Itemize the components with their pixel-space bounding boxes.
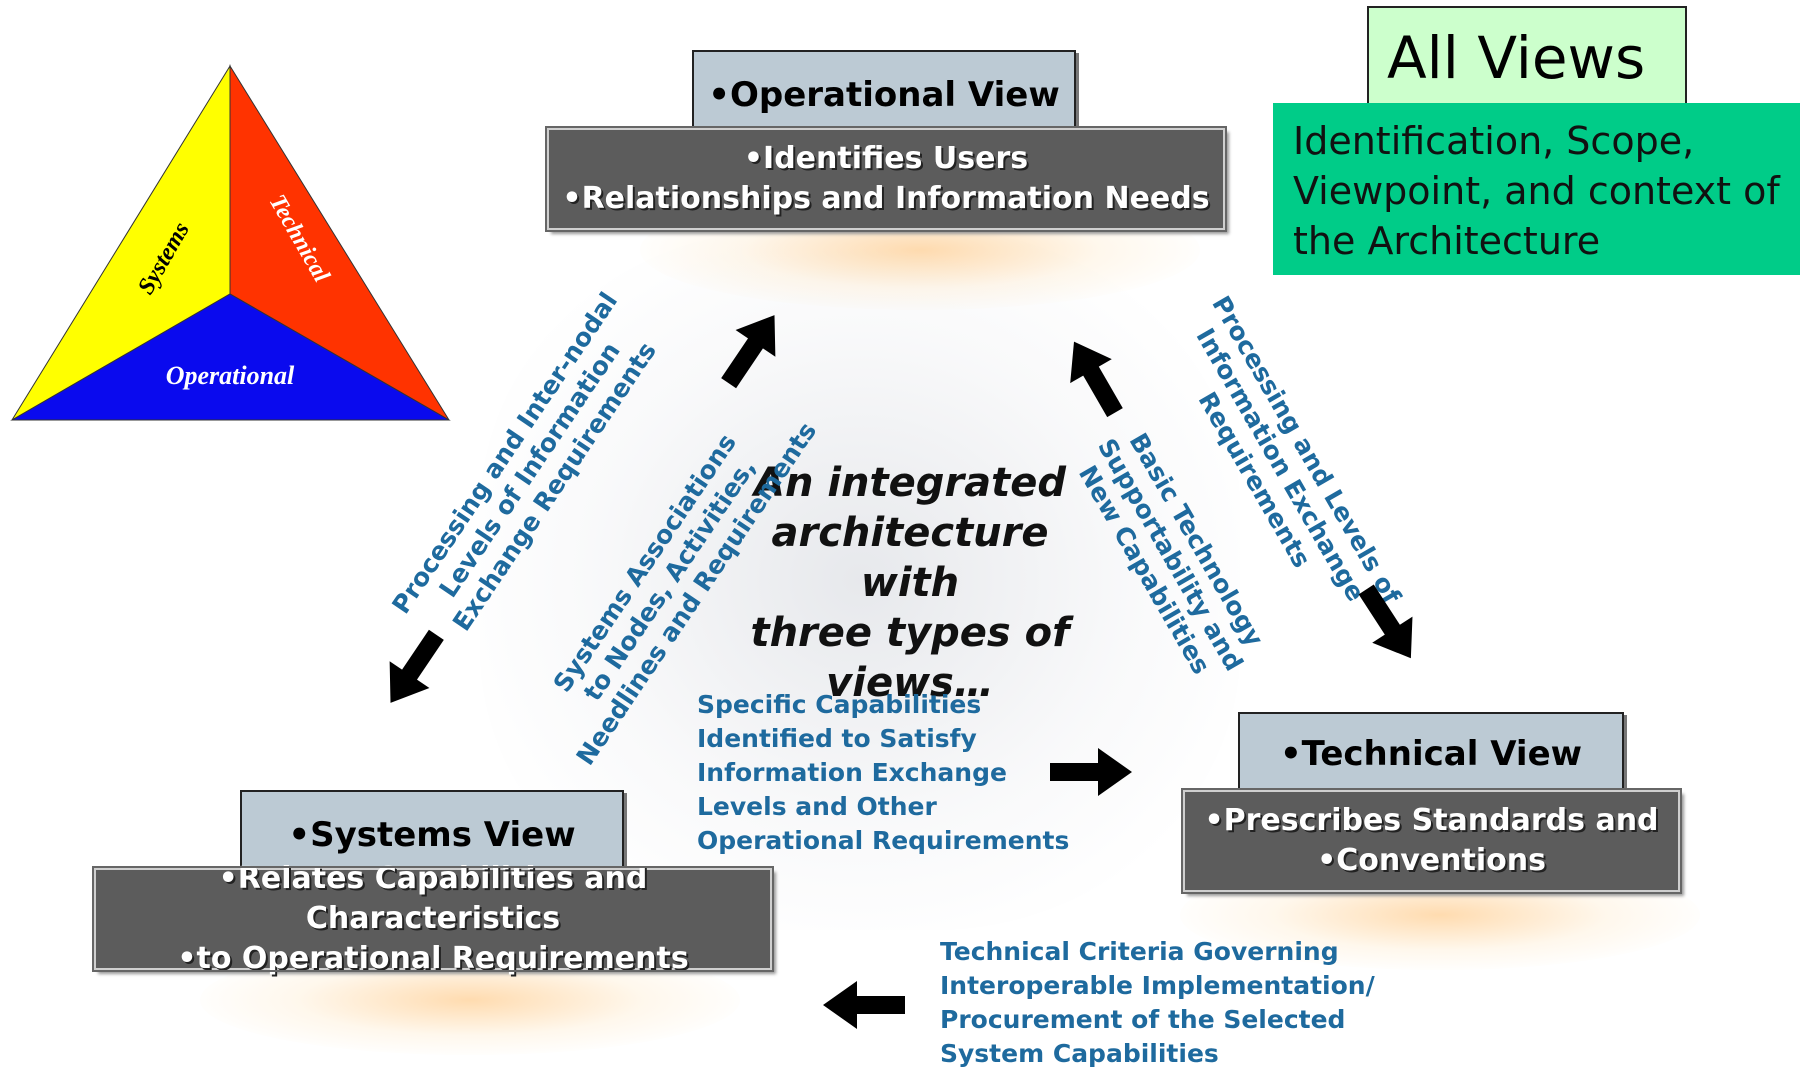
arrow-to-systems-icon: [370, 621, 457, 717]
flow-sys-to-tech-line-1: Specific Capabilities: [697, 690, 982, 719]
arrow-to-technical-icon: [1346, 576, 1432, 672]
operational-view-item-1: •Identifies Users: [743, 141, 1029, 176]
flow-sys-to-tech-line-2: Identified to Satisfy: [697, 724, 977, 753]
operational-label: Operational: [166, 361, 295, 390]
center-caption-line-1: An integrated: [753, 460, 1067, 506]
operational-view-box: •Identifies Users •Relationships and Inf…: [545, 126, 1227, 232]
operational-view-title: •Operational View: [692, 50, 1076, 128]
systems-view-item-1: •Relates Capabilities and Characteristic…: [218, 861, 648, 936]
systems-view-title: •Systems View: [240, 790, 624, 868]
center-caption: An integrated architecture with three ty…: [720, 458, 1100, 708]
view-triangle-logo: Systems Technical Operational: [10, 64, 451, 421]
all-views-desc-line-3: the Architecture: [1293, 219, 1601, 263]
all-views-title-box: All Views: [1367, 6, 1687, 118]
flow-tech-to-sys-line-3: Procurement of the Selected: [940, 1005, 1346, 1034]
all-views-description-box: Identification, Scope, Viewpoint, and co…: [1273, 103, 1800, 275]
all-views-desc-line-1: Identification, Scope,: [1293, 119, 1695, 163]
systems-view-box: •Relates Capabilities and Characteristic…: [92, 861, 774, 976]
flow-sys-to-tech-line-5: Operational Requirements: [697, 826, 1070, 855]
technical-view-item-2: •Conventions: [1317, 843, 1546, 878]
flow-tech-to-sys-line-4: System Capabilities: [940, 1039, 1219, 1068]
operational-segment: [10, 293, 451, 421]
all-views-title: All Views: [1387, 24, 1646, 92]
flow-tech-to-sys-line-2: Interoperable Implementation/: [940, 971, 1375, 1000]
flow-tech-to-sys-label: Technical Criteria Governing Interoperab…: [940, 935, 1400, 1071]
technical-view-box: •Prescribes Standards and •Conventions: [1181, 788, 1682, 894]
flow-sys-to-tech-line-3: Information Exchange: [697, 758, 1007, 787]
systems-view-item-2: •to Operational Requirements: [177, 941, 689, 976]
center-caption-line-3: three types of: [750, 610, 1070, 656]
technical-view-item-1: •Prescribes Standards and: [1204, 803, 1659, 838]
center-caption-line-4: views…: [826, 660, 994, 706]
center-caption-line-2: architecture with: [771, 510, 1049, 606]
arrow-to-operational-left-icon: [708, 301, 795, 397]
all-views-desc-line-2: Viewpoint, and context of: [1293, 169, 1780, 213]
flow-tech-to-sys-line-1: Technical Criteria Governing: [940, 937, 1339, 966]
arrow-to-operational-right-icon: [1053, 329, 1136, 425]
flow-sys-to-tech-label: Specific Capabilities Identified to Sati…: [697, 688, 1077, 858]
technical-view-title: •Technical View: [1238, 712, 1624, 790]
operational-view-item-2: •Relationships and Information Needs: [562, 181, 1210, 216]
arrow-to-technical-right-icon: [1050, 748, 1132, 796]
flow-sys-to-tech-line-4: Levels and Other: [697, 792, 937, 821]
arrow-to-systems-left-icon: [823, 981, 905, 1029]
